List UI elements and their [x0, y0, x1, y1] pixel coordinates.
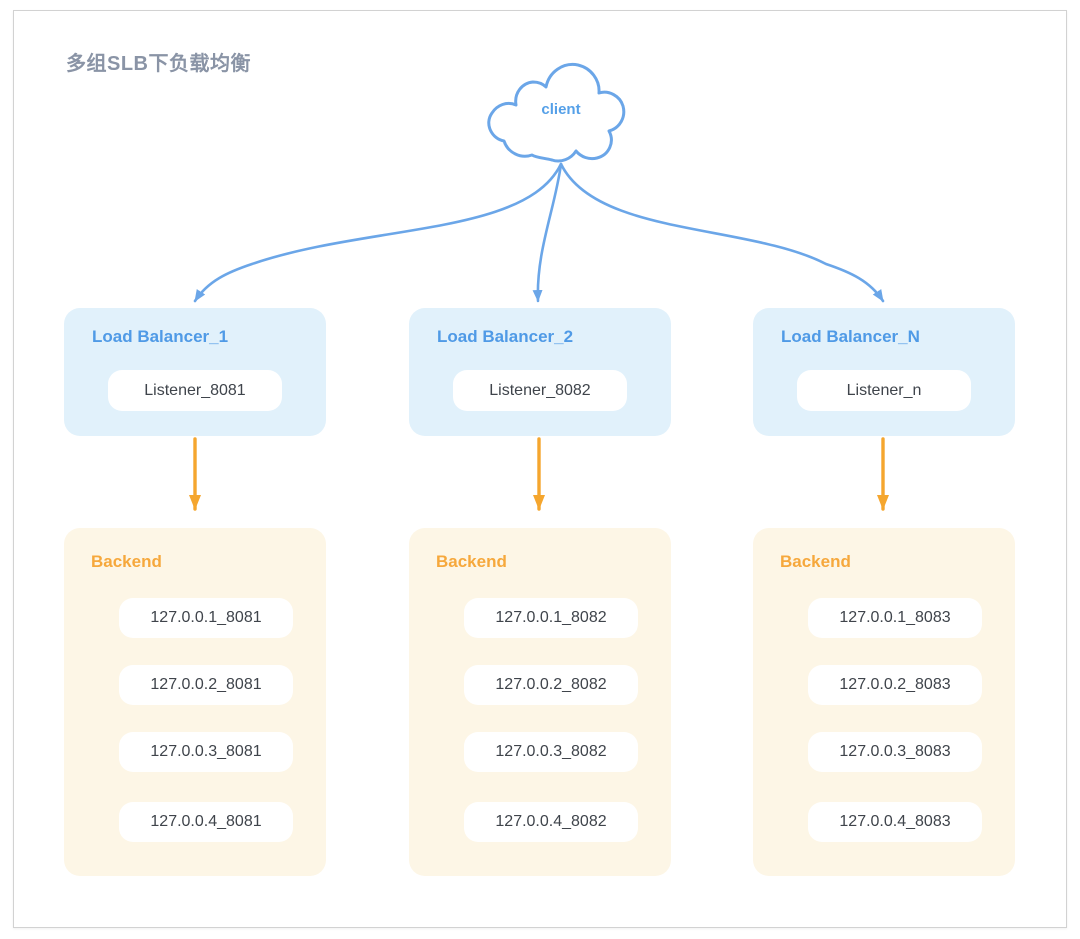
- server-pill: 127.0.0.4_8083: [808, 802, 982, 842]
- server-pill: 127.0.0.2_8081: [119, 665, 293, 705]
- backend-n-box: Backend 127.0.0.1_8083 127.0.0.2_8083 12…: [753, 528, 1015, 876]
- client-to-lb-links: [193, 162, 885, 303]
- server-pill: 127.0.0.2_8083: [808, 665, 982, 705]
- load-balancer-n-box: Load Balancer_N Listener_n: [753, 308, 1015, 436]
- link-client-lb1: [193, 162, 563, 303]
- backend-1-title: Backend: [91, 552, 162, 571]
- slb-group-n: Load Balancer_N Listener_n Backend 127.0…: [753, 11, 1015, 929]
- connector-layer: [189, 62, 889, 511]
- server-pill: 127.0.0.4_8082: [464, 802, 638, 842]
- server-pill: 127.0.0.3_8081: [119, 732, 293, 772]
- load-balancer-1-title: Load Balancer_1: [92, 327, 229, 346]
- server-pill: 127.0.0.1_8081: [119, 598, 293, 638]
- load-balancer-2-box: Load Balancer_2 Listener_8082: [409, 308, 671, 436]
- client-label: client: [541, 101, 581, 118]
- slb-group-2: Load Balancer_2 Listener_8082 Backend 12…: [409, 11, 671, 929]
- listener-pill: Listener_n: [797, 370, 971, 411]
- link-client-lb3: [559, 162, 885, 303]
- server-pill: 127.0.0.3_8083: [808, 732, 982, 772]
- listener-pill: Listener_8082: [453, 370, 627, 411]
- server-pill: 127.0.0.1_8082: [464, 598, 638, 638]
- diagram-canvas: 多组SLB下负载均衡 client L: [13, 10, 1067, 928]
- server-pill: 127.0.0.4_8081: [119, 802, 293, 842]
- client-cloud-icon: [487, 62, 626, 163]
- backend-n-title: Backend: [780, 552, 851, 571]
- backend-1-box: Backend 127.0.0.1_8081 127.0.0.2_8081 12…: [64, 528, 326, 876]
- listener-pill: Listener_8081: [108, 370, 282, 411]
- server-pill: 127.0.0.1_8083: [808, 598, 982, 638]
- load-balancer-1-box: Load Balancer_1 Listener_8081: [64, 308, 326, 436]
- load-balancer-2-title: Load Balancer_2: [437, 327, 574, 346]
- link-client-lb2: [532, 162, 563, 303]
- server-pill: 127.0.0.3_8082: [464, 732, 638, 772]
- backend-2-title: Backend: [436, 552, 507, 571]
- load-balancer-n-title: Load Balancer_N: [781, 327, 920, 346]
- slb-group-1: Load Balancer_1 Listener_8081 Backend 12…: [64, 11, 326, 929]
- backend-2-box: Backend 127.0.0.1_8082 127.0.0.2_8082 12…: [409, 528, 671, 876]
- diagram-title: 多组SLB下负载均衡: [66, 53, 251, 75]
- server-pill: 127.0.0.2_8082: [464, 665, 638, 705]
- lb-to-backend-links: [189, 437, 889, 511]
